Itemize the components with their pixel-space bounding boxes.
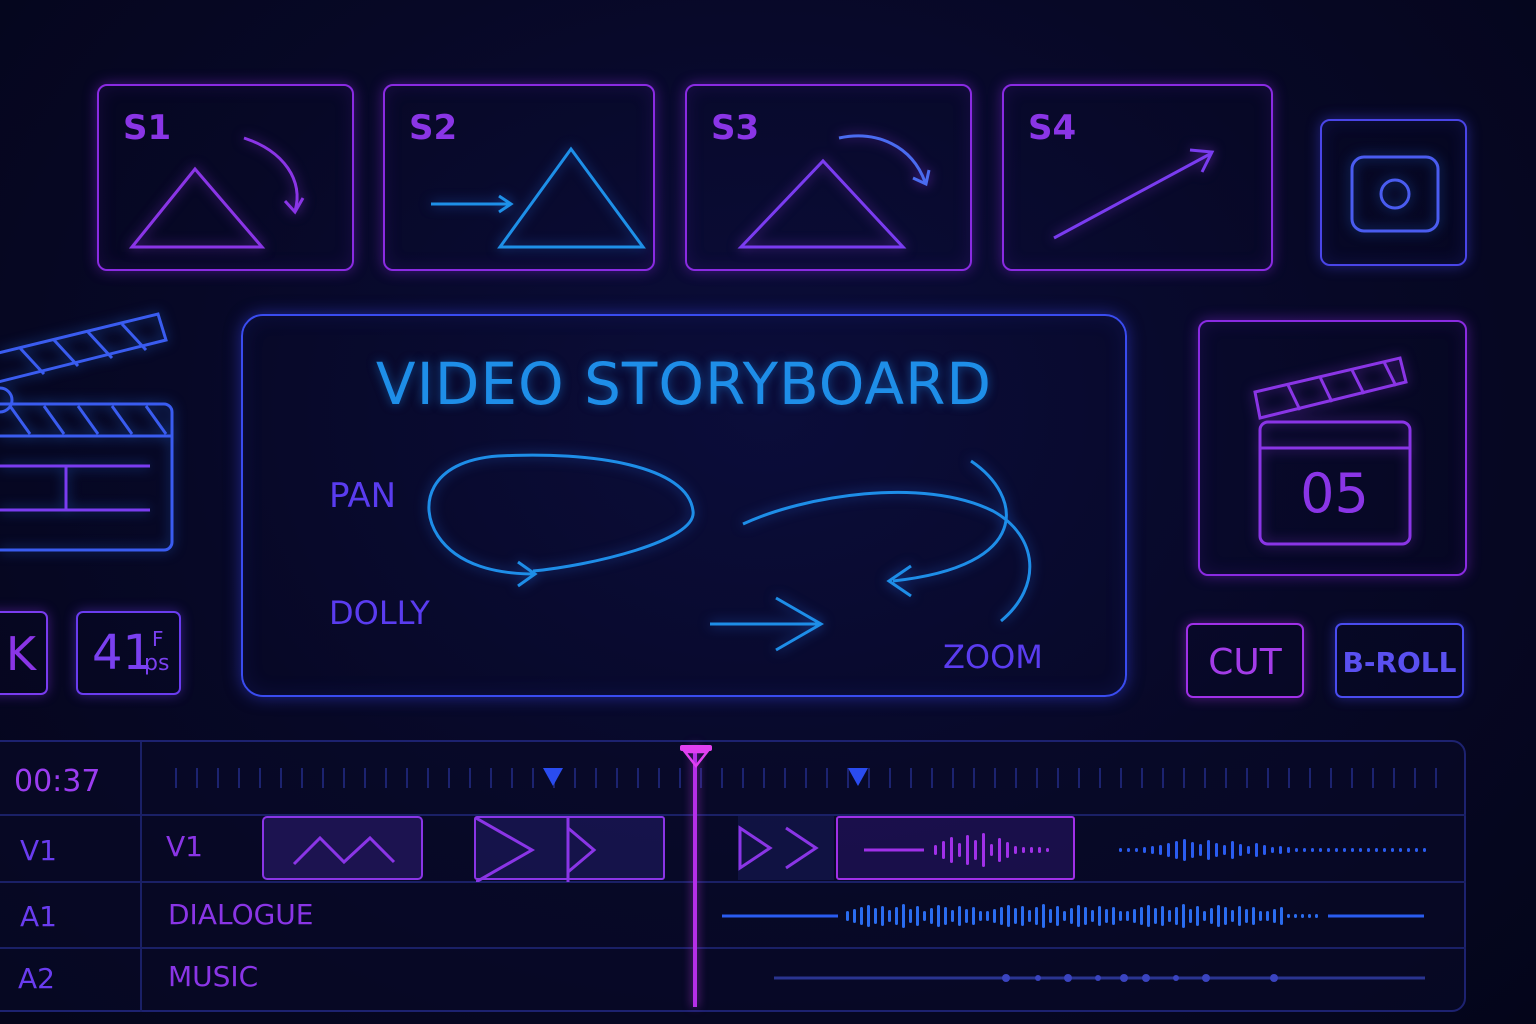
timecode-display: 00:37 bbox=[14, 764, 101, 799]
fps-badge[interactable]: 41 F ps bbox=[76, 611, 181, 695]
storyboard-panel: VIDEO STORYBOARD PAN DOLLY ZOOM bbox=[241, 314, 1127, 697]
fps-value: 41 bbox=[92, 625, 154, 681]
shot-sketch-icon bbox=[737, 134, 931, 249]
track-id-a2: A2 bbox=[18, 962, 55, 995]
play-transition-icon bbox=[475, 816, 597, 884]
clapperboard-icon bbox=[0, 312, 174, 552]
waveform-icon bbox=[864, 833, 1049, 867]
shot-sketch-icon bbox=[1053, 148, 1215, 240]
track-name-a1: DIALOGUE bbox=[168, 898, 314, 931]
track-id-v1: V1 bbox=[20, 834, 57, 867]
camera-button[interactable] bbox=[1320, 119, 1467, 266]
scene-number: 05 bbox=[1300, 462, 1369, 525]
shot-card-s1[interactable]: S1 bbox=[97, 84, 354, 271]
video-clip[interactable] bbox=[262, 816, 423, 880]
marker-icon[interactable] bbox=[541, 766, 565, 788]
fast-forward-icon bbox=[738, 825, 819, 871]
b-roll-button-label: B-ROLL bbox=[1342, 646, 1457, 679]
clapperboard-icon bbox=[1253, 356, 1412, 546]
move-label-zoom: ZOOM bbox=[943, 638, 1043, 676]
cut-button-label: CUT bbox=[1208, 642, 1282, 683]
move-label-pan: PAN bbox=[329, 476, 397, 516]
timeline-panel[interactable] bbox=[0, 740, 1466, 1012]
transition-clip[interactable] bbox=[738, 816, 834, 880]
shot-sketch-icon bbox=[128, 136, 305, 249]
waveform-icon bbox=[292, 835, 396, 866]
shot-card-s2[interactable]: S2 bbox=[383, 84, 655, 271]
playhead[interactable] bbox=[693, 745, 697, 1007]
audio-clip[interactable] bbox=[836, 816, 1075, 880]
fps-unit-bottom: ps bbox=[144, 651, 170, 676]
shot-label: S2 bbox=[409, 108, 458, 148]
video-clip[interactable] bbox=[474, 816, 665, 884]
move-label-dolly: DOLLY bbox=[329, 594, 430, 632]
scene-clapper-panel[interactable]: 05 bbox=[1198, 320, 1467, 576]
b-roll-button[interactable]: B-ROLL bbox=[1335, 623, 1464, 698]
marker-icon[interactable] bbox=[846, 766, 870, 788]
waveform-icon bbox=[1119, 839, 1426, 861]
shot-label: S1 bbox=[123, 108, 172, 148]
shot-label: S4 bbox=[1028, 108, 1077, 148]
shot-sketch-icon bbox=[431, 146, 646, 249]
waveform-icon bbox=[722, 904, 1424, 928]
shot-card-s4[interactable]: S4 bbox=[1002, 84, 1273, 271]
cut-button[interactable]: CUT bbox=[1186, 623, 1304, 698]
shot-card-s3[interactable]: S3 bbox=[685, 84, 972, 271]
playhead-handle-icon[interactable] bbox=[679, 744, 713, 770]
resolution-badge-label: K bbox=[5, 627, 36, 681]
waveform-icon bbox=[774, 974, 1425, 982]
track-name-v1: V1 bbox=[166, 830, 203, 863]
track-name-a2: MUSIC bbox=[168, 960, 259, 993]
track-id-a1: A1 bbox=[20, 900, 57, 933]
storyboard-title: VIDEO STORYBOARD bbox=[375, 350, 993, 418]
resolution-badge[interactable]: K bbox=[0, 611, 48, 695]
camera-move-arrows bbox=[427, 453, 1032, 652]
shot-label: S3 bbox=[711, 108, 760, 148]
fps-unit-top: F bbox=[152, 627, 164, 651]
camera-icon bbox=[1350, 155, 1440, 233]
